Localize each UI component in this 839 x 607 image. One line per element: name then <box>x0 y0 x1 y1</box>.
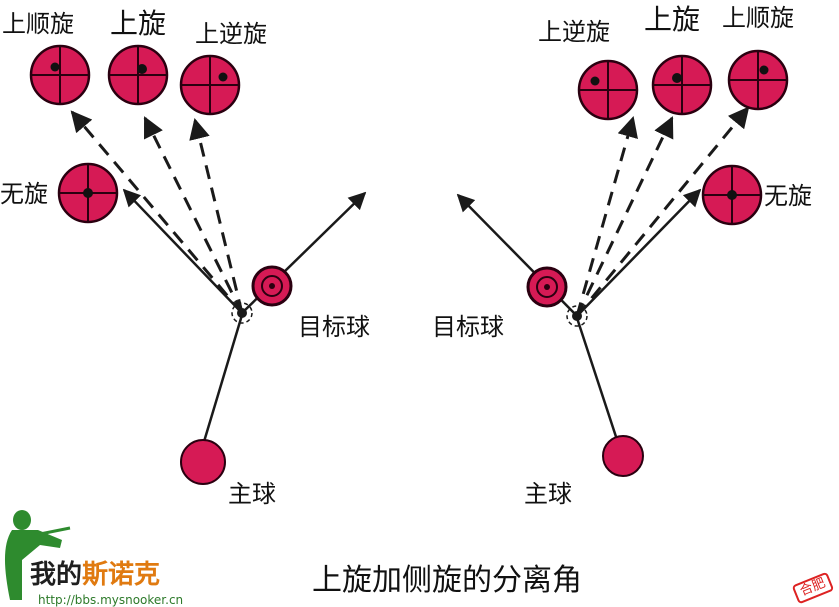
left-label-upper-follow: 上顺旋 <box>2 10 74 38</box>
left-label-no-spin: 无旋 <box>0 180 48 208</box>
right-contact-ghost-ball <box>566 305 588 327</box>
logo-prefix: 我的 <box>30 560 83 590</box>
right-contact-point <box>572 311 582 321</box>
left-cue-ball <box>180 439 226 485</box>
left-diagram <box>29 44 367 485</box>
left-upper-follow-path <box>70 110 244 314</box>
right-upper-path <box>575 116 674 317</box>
left-upper-path <box>143 116 244 314</box>
right-no-spin-path <box>576 188 702 317</box>
right-label-upper-follow: 上顺旋 <box>722 4 794 32</box>
left-label-object-ball: 目标球 <box>298 313 370 341</box>
left-contact-ghost-ball <box>231 302 253 324</box>
right-object-ball <box>526 266 568 308</box>
right-ball-upper-reverse <box>577 59 639 121</box>
left-cue-path-line <box>201 314 244 446</box>
left-label-upper-reverse: 上逆旋 <box>195 20 267 48</box>
left-ball-upper-reverse <box>179 54 241 116</box>
right-ball-no-spin <box>701 164 763 226</box>
left-ball-upper <box>107 44 169 106</box>
logo-brand: 斯诺克 <box>82 560 161 590</box>
left-object-ball <box>251 265 293 307</box>
right-label-upper-reverse: 上逆旋 <box>538 18 610 46</box>
left-upper-reverse-path <box>189 117 244 314</box>
left-no-spin-path <box>122 188 243 314</box>
right-cue-path-line <box>575 317 624 456</box>
left-label-upper: 上旋 <box>110 7 167 40</box>
right-ball-upper <box>651 54 713 116</box>
left-ball-upper-follow <box>29 44 91 106</box>
right-label-object-ball: 目标球 <box>432 313 504 341</box>
snooker-player-logo-icon <box>5 510 71 600</box>
left-contact-point <box>237 308 247 318</box>
right-upper-reverse-path <box>575 115 638 317</box>
right-ball-upper-follow <box>727 49 789 111</box>
site-logo-text: 我的斯诺克 <box>30 562 160 588</box>
diagram-title: 上旋加侧旋的分离角 <box>312 563 582 598</box>
right-cue-ball <box>602 435 644 477</box>
site-logo-url: http://bbs.mysnooker.cn <box>38 593 184 607</box>
left-ball-no-spin <box>57 162 119 224</box>
right-label-cue-ball: 主球 <box>524 480 572 508</box>
right-label-no-spin: 无旋 <box>764 182 812 210</box>
left-label-cue-ball: 主球 <box>228 480 276 508</box>
right-label-upper: 上旋 <box>644 3 701 36</box>
right-diagram <box>456 49 789 477</box>
